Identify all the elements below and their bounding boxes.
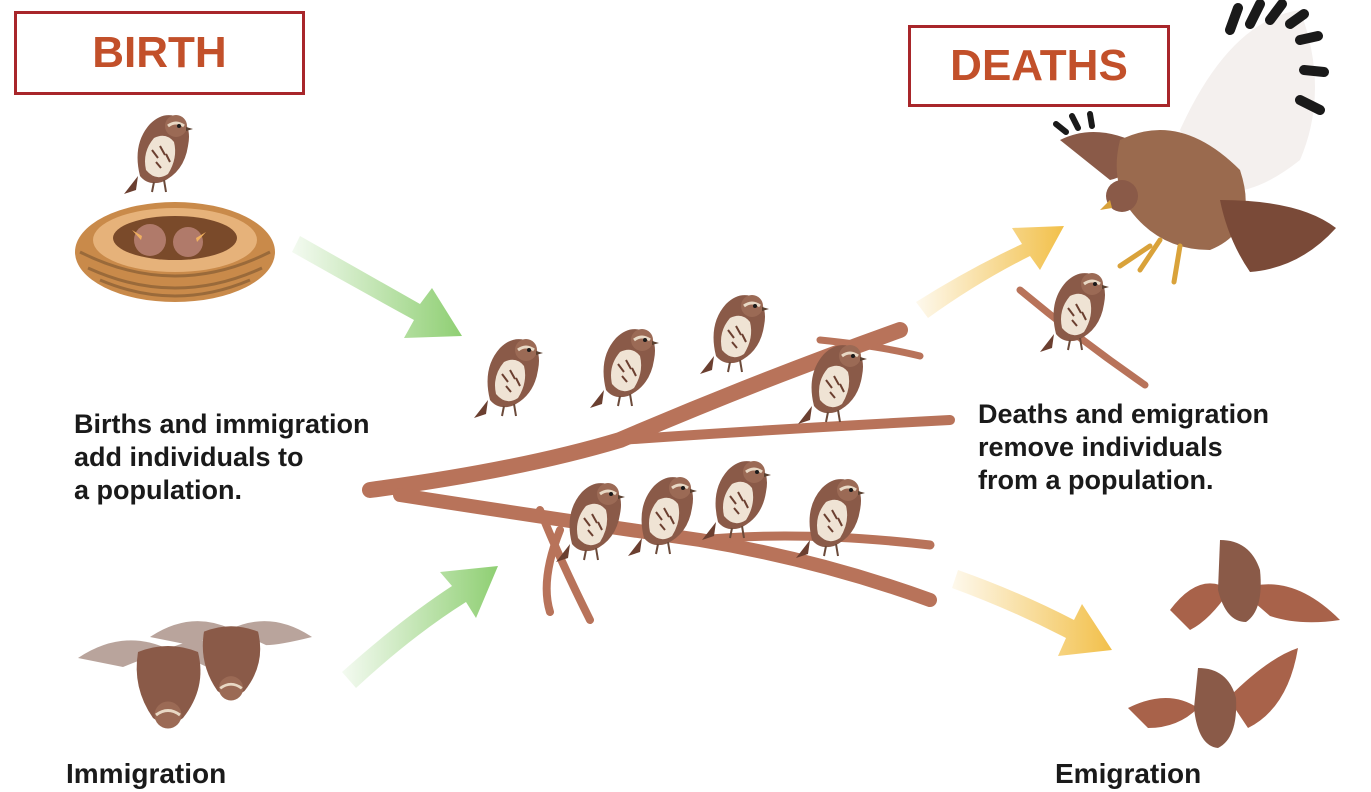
emigrating-birds [1128, 540, 1340, 748]
caption-line: from a population. [978, 464, 1269, 497]
birth-label: BIRTH [14, 11, 305, 95]
immigrating-birds [78, 621, 312, 728]
arrow-icon [952, 570, 1112, 656]
emigration-label: Emigration [1055, 758, 1201, 790]
deaths-emigration-caption: Deaths and emigration remove individuals… [978, 398, 1269, 497]
births-immigration-caption: Births and immigration add individuals t… [74, 408, 370, 507]
deaths-label: DEATHS [908, 25, 1170, 107]
caption-line: a population. [74, 474, 370, 507]
arrow-icon [292, 236, 462, 338]
nest-icon [75, 202, 275, 302]
sparrow-icon [124, 115, 193, 194]
arrow-icon [342, 566, 498, 688]
caption-line: remove individuals [978, 431, 1269, 464]
caption-line: add individuals to [74, 441, 370, 474]
immigration-label: Immigration [66, 758, 226, 790]
caption-line: Births and immigration [74, 408, 370, 441]
caption-line: Deaths and emigration [978, 398, 1269, 431]
